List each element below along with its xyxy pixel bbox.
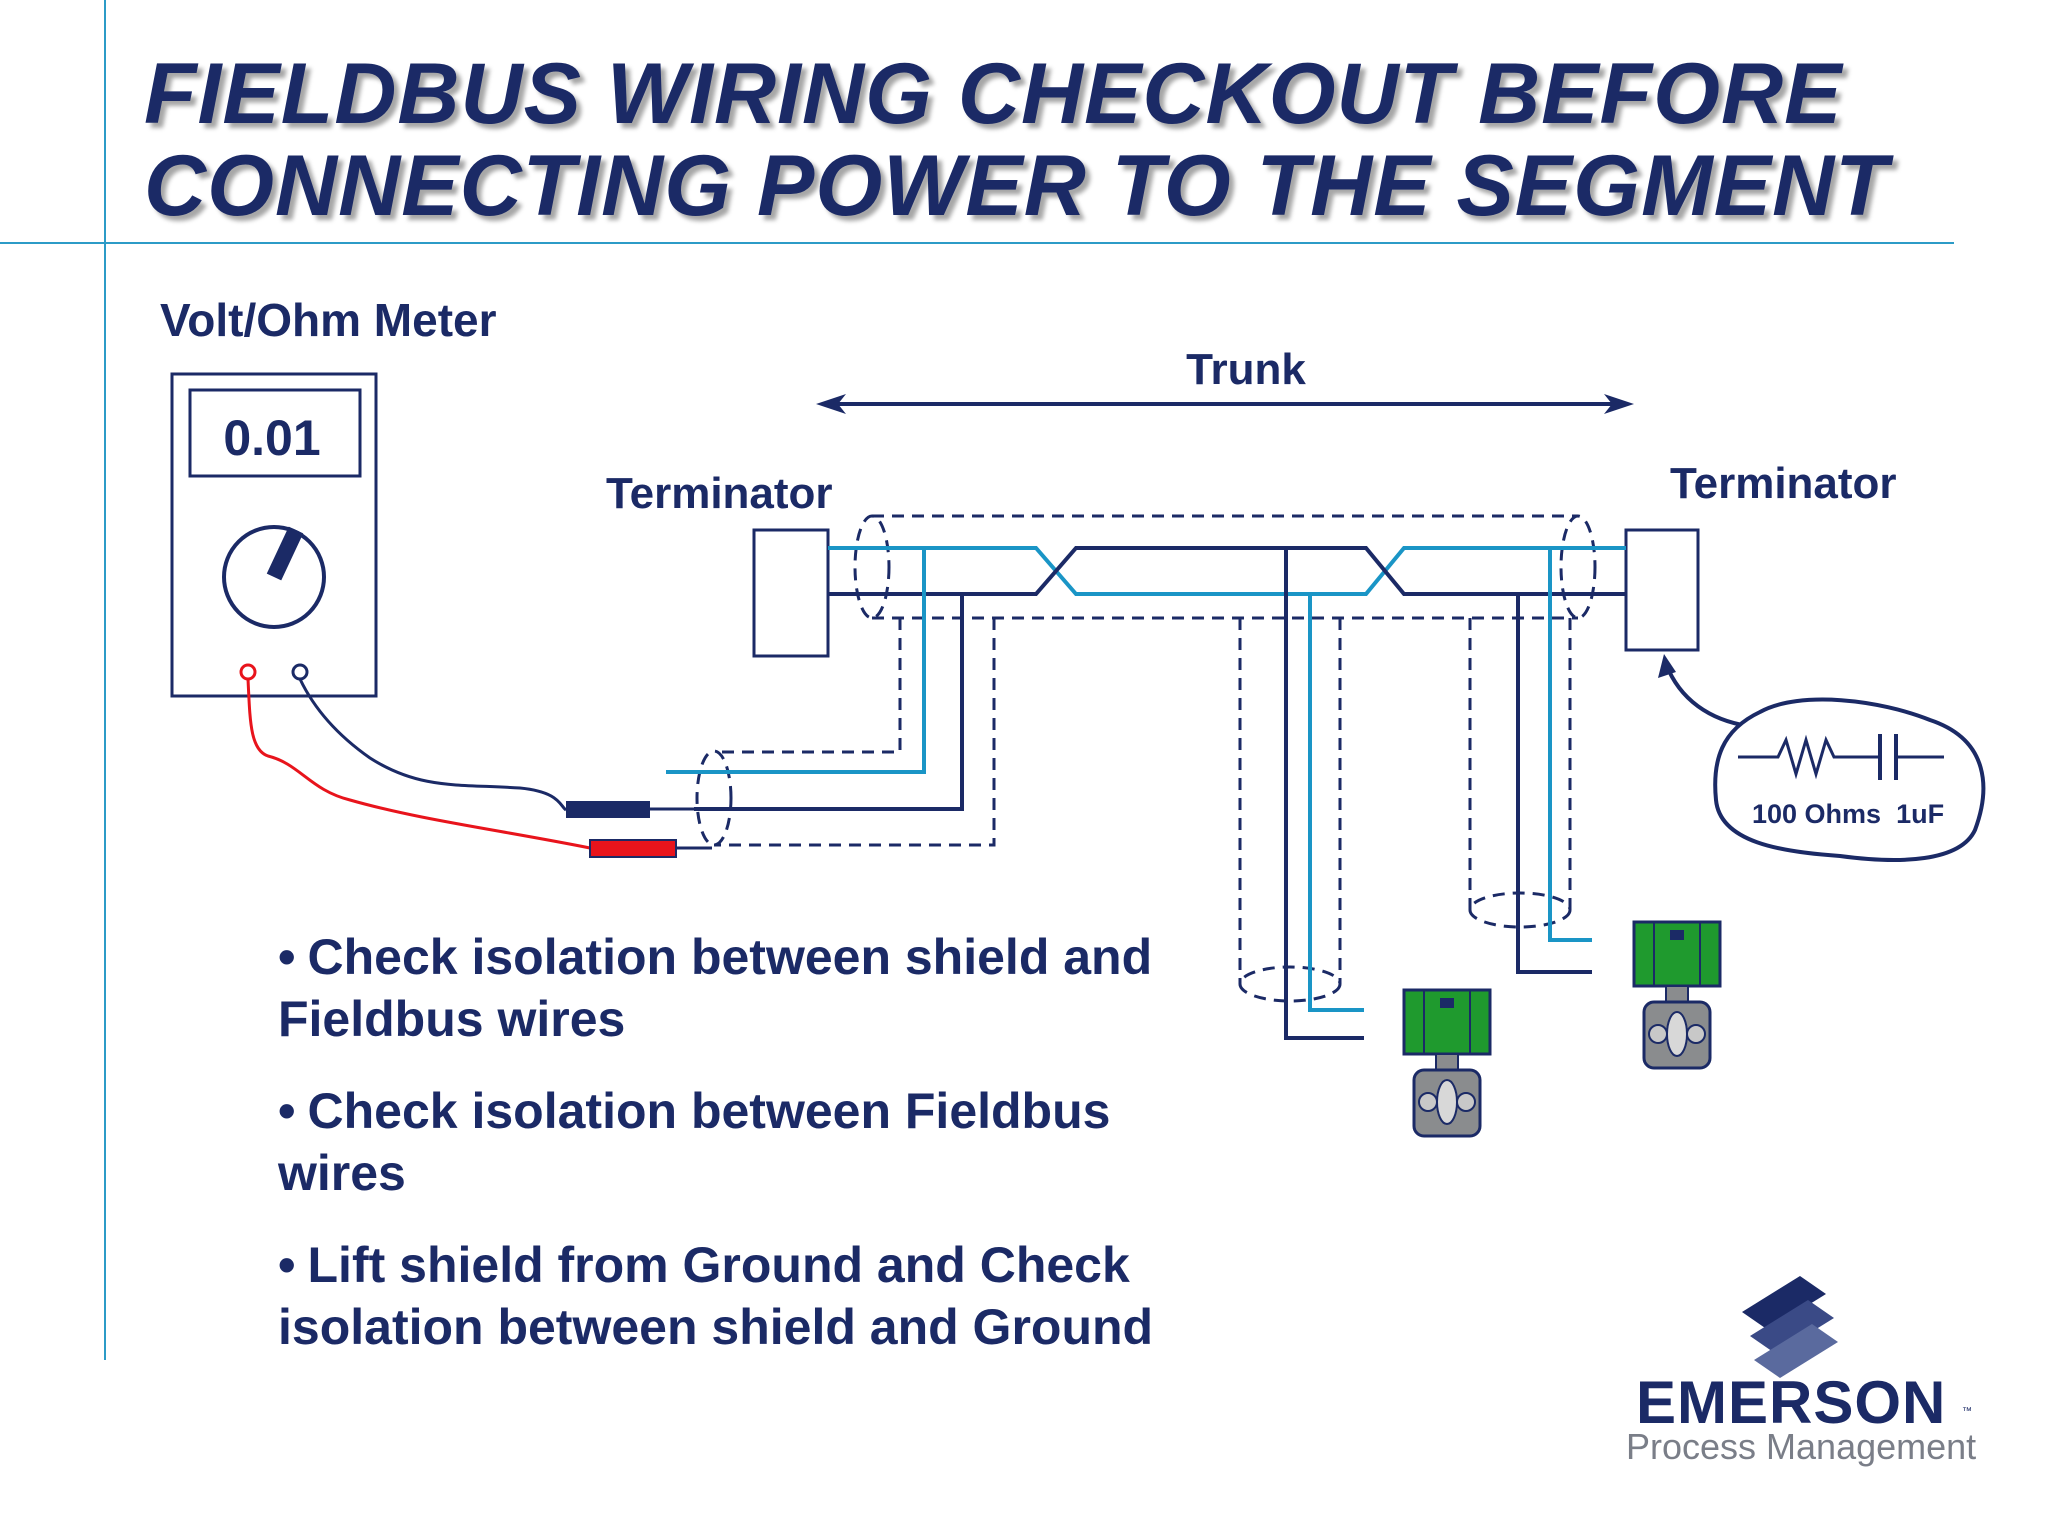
black-probe-lead: [298, 678, 568, 812]
terminator-callout-bubble: [1713, 697, 1986, 862]
terminator-right: [1624, 528, 1700, 652]
trunk-shield: [853, 514, 1597, 620]
terminator-components-label: 100 Ohms 1uF: [1752, 799, 1944, 829]
resistor-symbol: [1738, 734, 1880, 780]
probe-spur-wire-light-blue: [666, 548, 926, 774]
trunk-wire-navy: [828, 546, 1626, 596]
emerson-logo-mark: [1742, 1276, 1838, 1378]
callout-arrowhead: [1658, 654, 1676, 678]
title-line-2: CONNECTING POWER TO THE SEGMENT: [144, 138, 1889, 234]
device1-spur-wire-light-blue: [1308, 594, 1364, 1012]
probe-spur-shield: [695, 618, 996, 847]
emerson-logo-tagline: Process Management: [1626, 1426, 1977, 1467]
bullet-list: •Check isolation between shield and Fiel…: [278, 926, 1178, 1388]
device2-spur-wire-navy: [1516, 594, 1592, 974]
trunk-label: Trunk: [1186, 345, 1306, 394]
meter-jack-positive: [239, 663, 257, 681]
bullet-text: Check isolation between shield and Field…: [278, 929, 1153, 1047]
meter-label: Volt/Ohm Meter: [160, 294, 497, 346]
terminator-left: [752, 528, 830, 658]
device2-spur-wire-light-blue: [1548, 548, 1592, 942]
slide-title: FIELDBUS WIRING CHECKOUT BEFORE CONNECTI…: [144, 48, 1944, 232]
trunk-wire-light-blue: [828, 546, 1626, 596]
meter-jack-common: [291, 663, 309, 681]
volt-ohm-meter: 0.01: [170, 372, 378, 698]
red-probe-lead: [246, 678, 591, 850]
bullet-item: •Check isolation between shield and Fiel…: [278, 929, 1153, 1047]
terminator-right-label: Terminator: [1670, 459, 1897, 508]
field-device-2: [1632, 920, 1722, 1070]
probe-spur-wire-navy: [694, 594, 964, 811]
emerson-logo-trademark: ™: [1962, 1406, 1972, 1417]
device1-spur-wire-navy: [1284, 548, 1364, 1040]
bullet-item: •Lift shield from Ground and Check isola…: [278, 1237, 1154, 1355]
meter-display: [188, 388, 362, 478]
title-line-1: FIELDBUS WIRING CHECKOUT BEFORE: [144, 46, 1843, 142]
device1-spur-shield: [1238, 618, 1342, 1003]
dial-pointer: [266, 526, 304, 581]
terminator-left-label: Terminator: [606, 469, 833, 518]
black-probe: [566, 801, 650, 818]
trunk-arrow: [816, 394, 1634, 414]
field-device-1: [1402, 988, 1492, 1138]
bullet-text: Check isolation between Fieldbus wires: [278, 1083, 1111, 1201]
bullet-item: •Check isolation between Fieldbus wires: [278, 1083, 1111, 1201]
emerson-logo-name: EMERSON: [1636, 1369, 1947, 1436]
red-probe: [589, 839, 677, 858]
bullet-text: Lift shield from Ground and Check isolat…: [278, 1237, 1154, 1355]
meter-reading: 0.01: [223, 410, 320, 466]
callout-arrow: [1664, 663, 1749, 728]
